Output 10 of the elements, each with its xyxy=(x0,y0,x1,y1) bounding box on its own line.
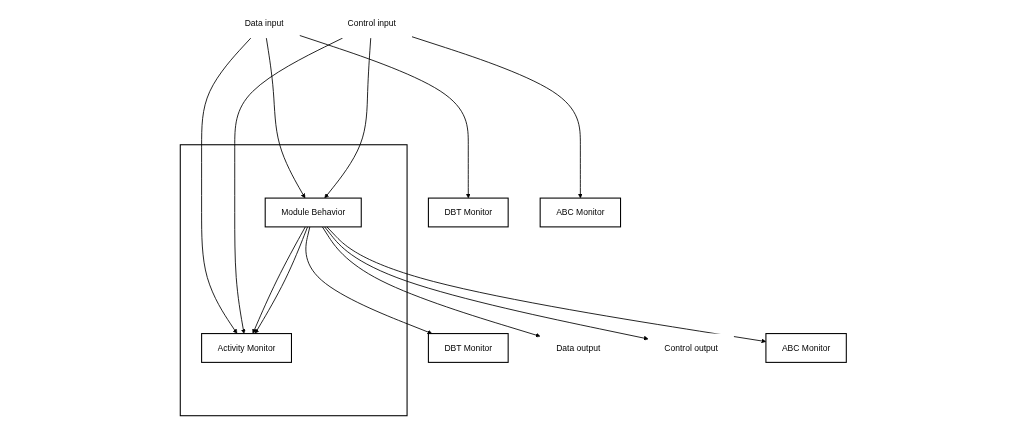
node-box: ABC Monitor xyxy=(765,333,847,363)
node-box: Activity Monitor xyxy=(200,333,292,363)
node-box: Module Behavior xyxy=(264,197,362,228)
node-text: Data output xyxy=(555,343,600,353)
node-box: ABC Monitor xyxy=(539,197,621,228)
node-text: Data input xyxy=(244,18,284,28)
node-box: DBT Monitor xyxy=(427,333,509,363)
cluster xyxy=(179,144,408,417)
node-box: DBT Monitor xyxy=(427,197,509,228)
node-text: Control input xyxy=(347,18,396,28)
